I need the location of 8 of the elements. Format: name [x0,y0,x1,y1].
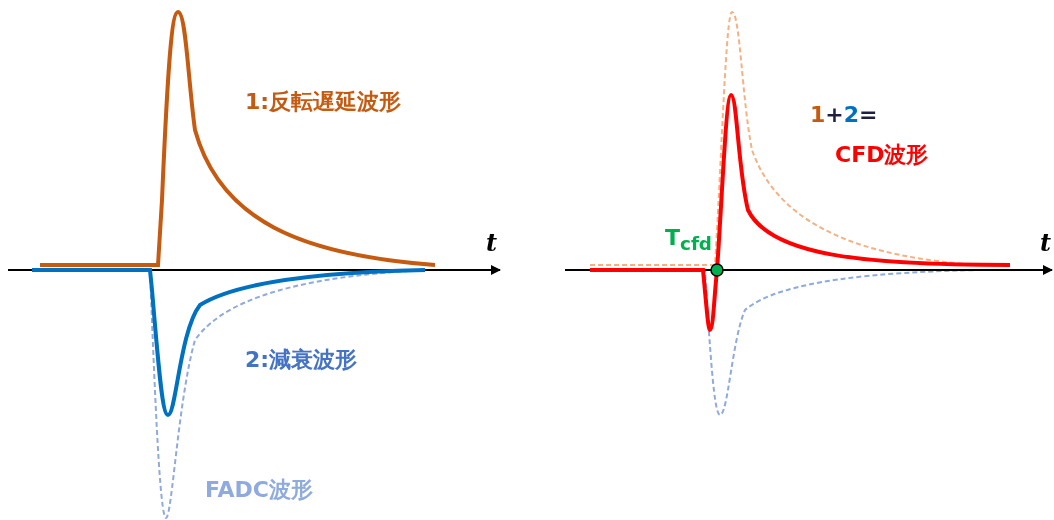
waveform-label: CFD波形 [835,143,929,168]
axis-label: t [486,230,498,257]
axis-label: t [1040,230,1052,257]
waveform-label: FADC波形 [205,478,313,503]
time-label: T$_{cfd}$ [665,226,712,255]
waveform-label: 1:反転遅延波形 [245,90,402,115]
sum-formula-label: 1+2= [810,103,878,128]
waveform-label: 2:減衰波形 [245,348,358,373]
